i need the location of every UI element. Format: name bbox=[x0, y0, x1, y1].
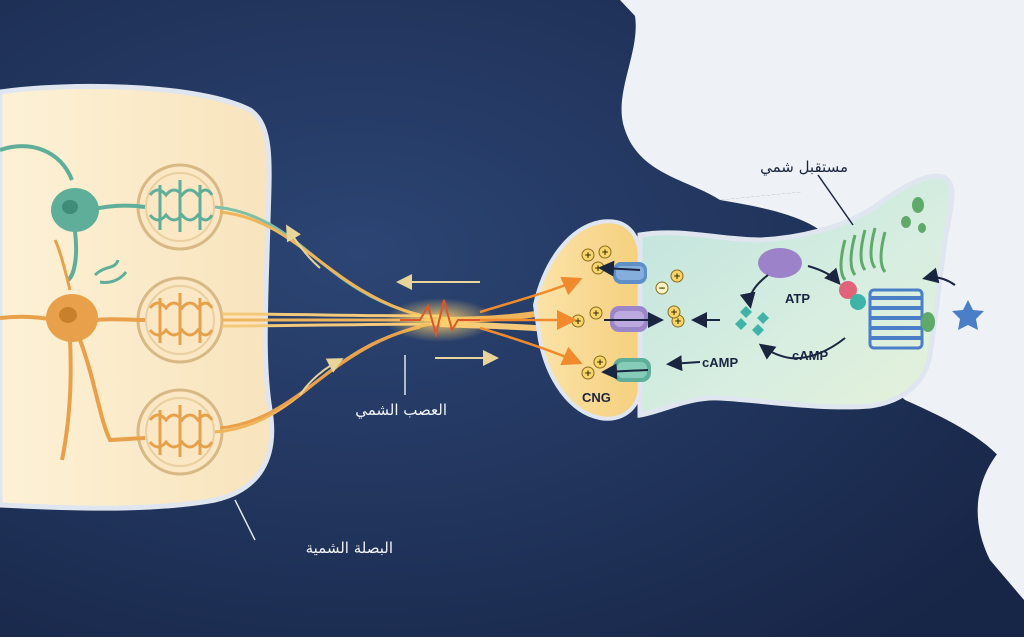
cation-icon-symbol: + bbox=[584, 369, 592, 379]
cation-icon bbox=[670, 269, 684, 283]
odorant-molecule-icon bbox=[952, 300, 984, 330]
glomerulus-top bbox=[136, 163, 224, 251]
label-camp-left: cAMP bbox=[702, 355, 738, 370]
label-cng: CNG bbox=[582, 390, 611, 405]
camp-molecules bbox=[735, 306, 769, 336]
cation-icon-symbol: + bbox=[594, 264, 602, 274]
camp-cycle-arrow-b bbox=[758, 343, 791, 360]
glomerulus-bottom bbox=[136, 388, 224, 476]
cation-icon-symbol: + bbox=[674, 317, 682, 327]
g-protein bbox=[839, 281, 866, 310]
particle-c bbox=[918, 223, 926, 233]
cation-icon bbox=[589, 306, 603, 320]
particle-a bbox=[912, 197, 924, 213]
mitral-cell-orange bbox=[0, 239, 146, 461]
cation-icon-symbol: + bbox=[673, 272, 681, 282]
label-olfactory-receptor: مستقبل شمي bbox=[760, 158, 848, 177]
label-olfactory-nerve: العصب الشمي bbox=[355, 401, 447, 420]
orange-arrow-top bbox=[479, 276, 583, 314]
cation-icon bbox=[581, 248, 595, 262]
cation-icon-symbol: + bbox=[574, 317, 582, 327]
cation-icon-symbol: + bbox=[601, 248, 609, 258]
golf-arrow bbox=[807, 265, 841, 286]
adenylyl-cyclase bbox=[758, 248, 802, 278]
label-atp: ATP bbox=[785, 291, 810, 306]
cation-icon-symbol: + bbox=[584, 251, 592, 261]
anion-icon-symbol: − bbox=[658, 284, 666, 294]
orange-arrow-bottom bbox=[479, 326, 583, 366]
ion-arrow-bottom bbox=[601, 363, 649, 380]
curved-arrow-up bbox=[285, 224, 321, 269]
cation-icon-symbol: + bbox=[596, 358, 604, 368]
anion-icon bbox=[655, 281, 669, 295]
cng-channel-top bbox=[613, 262, 647, 284]
mitral-cell-green bbox=[0, 144, 146, 284]
ion-arrow-top bbox=[598, 260, 641, 277]
curved-arrow-down bbox=[299, 358, 344, 396]
cation-icon bbox=[598, 245, 612, 259]
odorant-receptor bbox=[868, 288, 935, 350]
action-potential-icon bbox=[400, 299, 485, 338]
cation-icon-symbol: + bbox=[592, 309, 600, 319]
g-protein-complex bbox=[839, 227, 887, 281]
atp-cycle-arrow bbox=[739, 274, 769, 309]
glomerulus-middle bbox=[136, 276, 224, 364]
label-camp-right: cAMP bbox=[792, 348, 828, 363]
cation-icon-symbol: + bbox=[670, 308, 678, 318]
camp-cycle-arrow-a bbox=[789, 337, 846, 360]
odorant-arrow bbox=[922, 267, 956, 286]
nasal-tissue bbox=[621, 0, 1024, 200]
cation-icon bbox=[581, 366, 595, 380]
cation-icon bbox=[667, 305, 681, 319]
receptor-leader-line bbox=[817, 174, 854, 226]
camp-arrow-left bbox=[666, 355, 701, 372]
label-olfactory-bulb: البصلة الشمية bbox=[306, 539, 393, 557]
bulb-leader-line bbox=[234, 499, 256, 541]
particle-b bbox=[901, 216, 911, 228]
